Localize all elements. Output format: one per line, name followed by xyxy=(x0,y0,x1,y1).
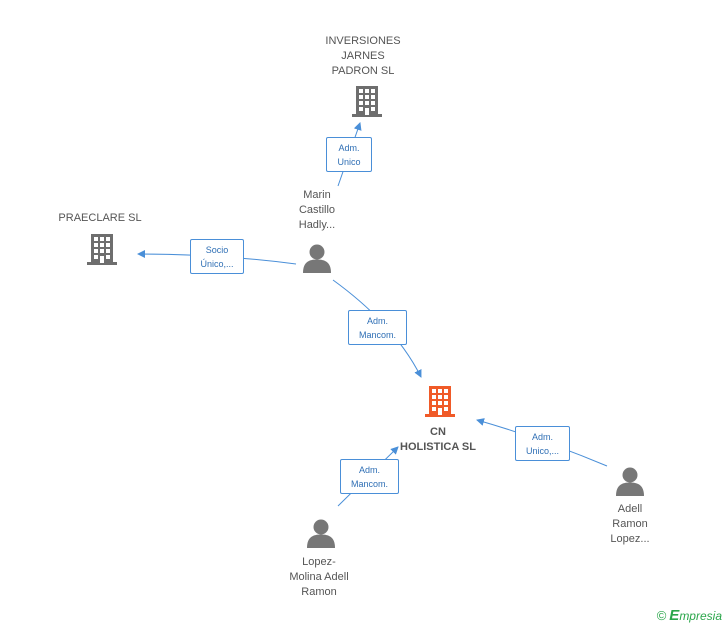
node-label-line: PRAECLARE SL xyxy=(58,212,142,224)
node-label-inversiones[interactable]: INVERSIONES JARNES PADRON SL xyxy=(308,34,418,79)
edge-label-line: Adm. xyxy=(531,432,553,442)
edge-label-marin-praeclare[interactable]: Socio Único,... xyxy=(190,239,244,274)
node-label-line: Marin xyxy=(303,189,331,201)
edge-label-line: Unico xyxy=(337,157,361,167)
edge-label-line: Adm. xyxy=(338,143,360,153)
company-inversiones-icon[interactable] xyxy=(352,86,382,117)
node-label-line: HOLISTICA SL xyxy=(400,441,476,453)
node-label-lopez[interactable]: Lopez- Molina Adell Ramon xyxy=(264,555,374,600)
node-label-line: Castillo xyxy=(298,204,336,216)
node-label-line: Ramon xyxy=(612,518,648,530)
person-marin-icon[interactable] xyxy=(303,244,331,274)
node-label-praeclare[interactable]: PRAECLARE SL xyxy=(45,211,155,226)
edge-label-lopez-main[interactable]: Adm. Mancom. xyxy=(340,459,399,494)
node-label-adell[interactable]: Adell Ramon Lopez... xyxy=(575,502,685,547)
edge-label-line: Mancom. xyxy=(358,330,396,340)
edge-label-marin-inversiones[interactable]: Adm. Unico xyxy=(326,137,372,172)
brand-initial: E xyxy=(669,607,680,624)
edge-label-adell-main[interactable]: Adm. Unico,... xyxy=(515,426,570,461)
edge-label-line: Adm. xyxy=(358,465,380,475)
node-label-line: JARNES xyxy=(341,50,385,62)
edge-label-line: Socio xyxy=(205,245,229,255)
brand-name: mpresia xyxy=(679,609,722,623)
node-label-main[interactable]: CN HOLISTICA SL xyxy=(383,425,493,455)
node-label-line: Hadly... xyxy=(298,219,336,231)
person-adell-icon[interactable] xyxy=(616,467,644,497)
edge-label-line: Mancom. xyxy=(350,479,388,489)
edge-label-line: Único,... xyxy=(200,259,234,269)
node-label-line: Lopez... xyxy=(610,533,650,545)
person-lopez-icon[interactable] xyxy=(307,519,335,549)
copyright-icon: © xyxy=(656,608,667,623)
edge-label-marin-main[interactable]: Adm. Mancom. xyxy=(348,310,407,345)
empresia-watermark: ©Empresia xyxy=(657,607,722,624)
node-label-line: Molina Adell xyxy=(289,571,349,583)
node-label-line: INVERSIONES xyxy=(325,35,401,47)
node-label-line: Ramon xyxy=(301,586,337,598)
company-main-icon[interactable] xyxy=(425,386,455,417)
edge-label-line: Unico,... xyxy=(525,446,559,456)
edge-label-line: Adm. xyxy=(366,316,388,326)
company-praeclare-icon[interactable] xyxy=(87,234,117,265)
node-label-marin[interactable]: Marin Castillo Hadly... xyxy=(262,188,372,233)
node-label-line: CN xyxy=(430,426,446,438)
node-label-line: Lopez- xyxy=(302,556,336,568)
node-label-line: Adell xyxy=(617,503,643,515)
node-label-line: PADRON SL xyxy=(331,65,395,77)
